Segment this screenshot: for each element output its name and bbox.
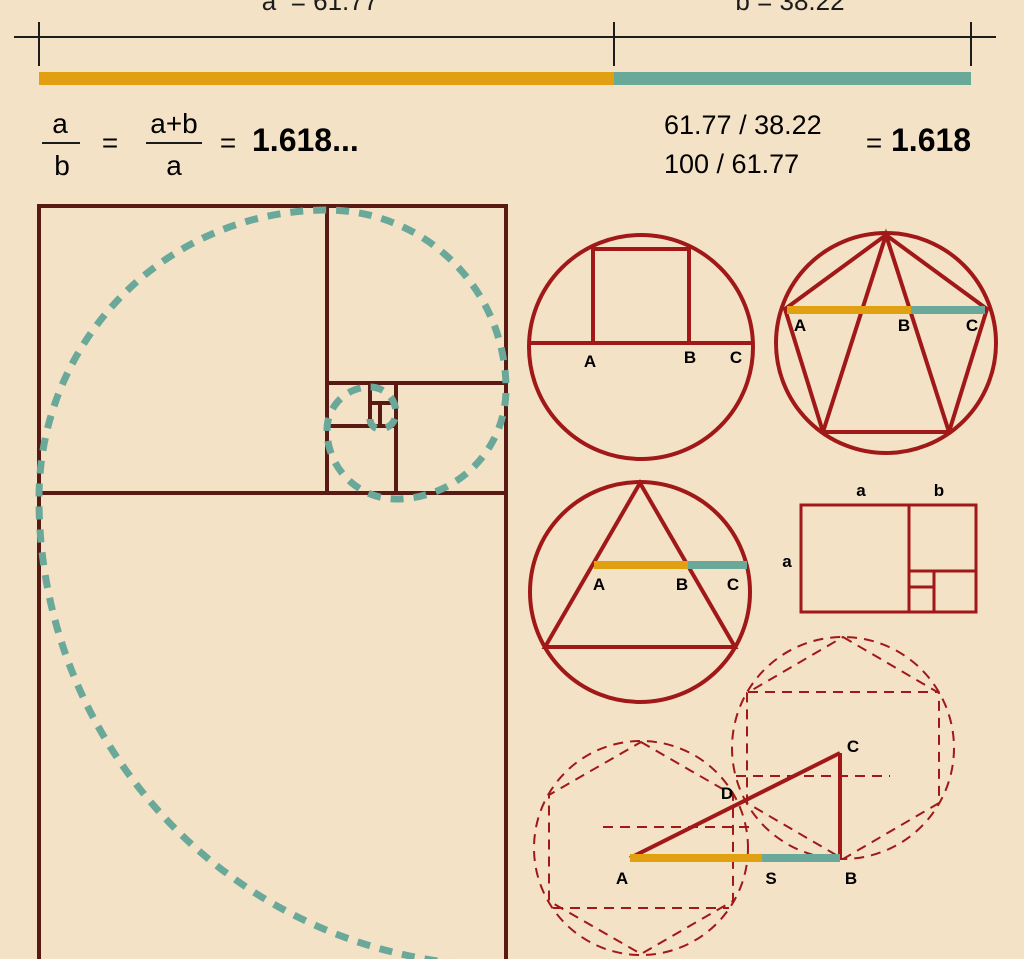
triangle-label-B: B xyxy=(676,575,688,594)
ratio-line-1: 61.77 / 38.22 xyxy=(664,110,822,140)
construction-circle-left xyxy=(533,740,749,956)
golden-spiral xyxy=(35,206,510,959)
construction-label-C: C xyxy=(847,737,859,756)
pentagon-label-A: A xyxy=(794,316,806,335)
pentagon-label-B: B xyxy=(898,316,910,335)
golden-rectangle-outline xyxy=(37,204,508,959)
segment-b-label: b = 38.22 xyxy=(735,0,844,16)
construction-hypotenuse xyxy=(629,751,841,860)
equals-1: = xyxy=(102,127,118,158)
construction-label-S: S xyxy=(765,869,776,888)
construction-label-D: D xyxy=(721,784,733,803)
frac2-denominator: a xyxy=(166,150,182,181)
segment-b-bar xyxy=(614,72,971,85)
triangle-label-C: C xyxy=(727,575,739,594)
frac1-numerator: a xyxy=(52,108,68,139)
pentagon-figure: A B C xyxy=(774,228,998,455)
small-rect-label-a-top: a xyxy=(856,481,866,500)
formula-result: 1.618... xyxy=(252,122,359,158)
construction-triangle: A S B C D xyxy=(616,737,859,888)
small-rect-label-b-top: b xyxy=(934,481,944,500)
top-segment: a = 61.77 b = 38.22 xyxy=(14,0,996,85)
pentagon-label-C: C xyxy=(966,316,978,335)
construction-hexagon-left xyxy=(548,740,734,956)
small-golden-rectangle xyxy=(799,503,978,614)
cs-label-C: C xyxy=(730,348,742,367)
construction-label-B: B xyxy=(845,869,857,888)
golden-rectangle xyxy=(37,204,508,959)
golden-ratio-formula: a b = a+b a = 1.618... xyxy=(42,108,359,181)
small-rect-outline xyxy=(799,503,978,614)
pentagon-circle xyxy=(774,231,998,455)
ratio-values: 61.77 / 38.22 100 / 61.77 = 1.618 xyxy=(664,110,971,179)
ratio-equals: = xyxy=(866,127,882,158)
construction-hexagon-right xyxy=(746,635,940,861)
cs-label-A: A xyxy=(584,352,596,371)
cs-square xyxy=(591,247,691,345)
cs-circle xyxy=(527,233,755,461)
triangle-circle xyxy=(528,480,752,704)
construction-circle-right xyxy=(731,636,955,860)
construction-label-A: A xyxy=(616,869,628,888)
construction-figure xyxy=(533,635,955,956)
ratio-result: 1.618 xyxy=(891,122,971,158)
triangle-figure: A B C xyxy=(528,479,752,704)
cs-label-B: B xyxy=(684,348,696,367)
frac1-denominator: b xyxy=(54,150,70,181)
triangle-label-A: A xyxy=(593,575,605,594)
ratio-line-2: 100 / 61.77 xyxy=(664,149,799,179)
pentagon xyxy=(782,232,990,434)
pentagon-star-lines xyxy=(821,228,951,433)
equals-2: = xyxy=(220,127,236,158)
circle-square-figure: A B C xyxy=(527,233,755,461)
frac2-numerator: a+b xyxy=(150,108,198,139)
small-rect-label-a-side: a xyxy=(782,552,792,571)
segment-a-label: a = 61.77 xyxy=(262,0,378,16)
segment-a-bar xyxy=(39,72,614,85)
